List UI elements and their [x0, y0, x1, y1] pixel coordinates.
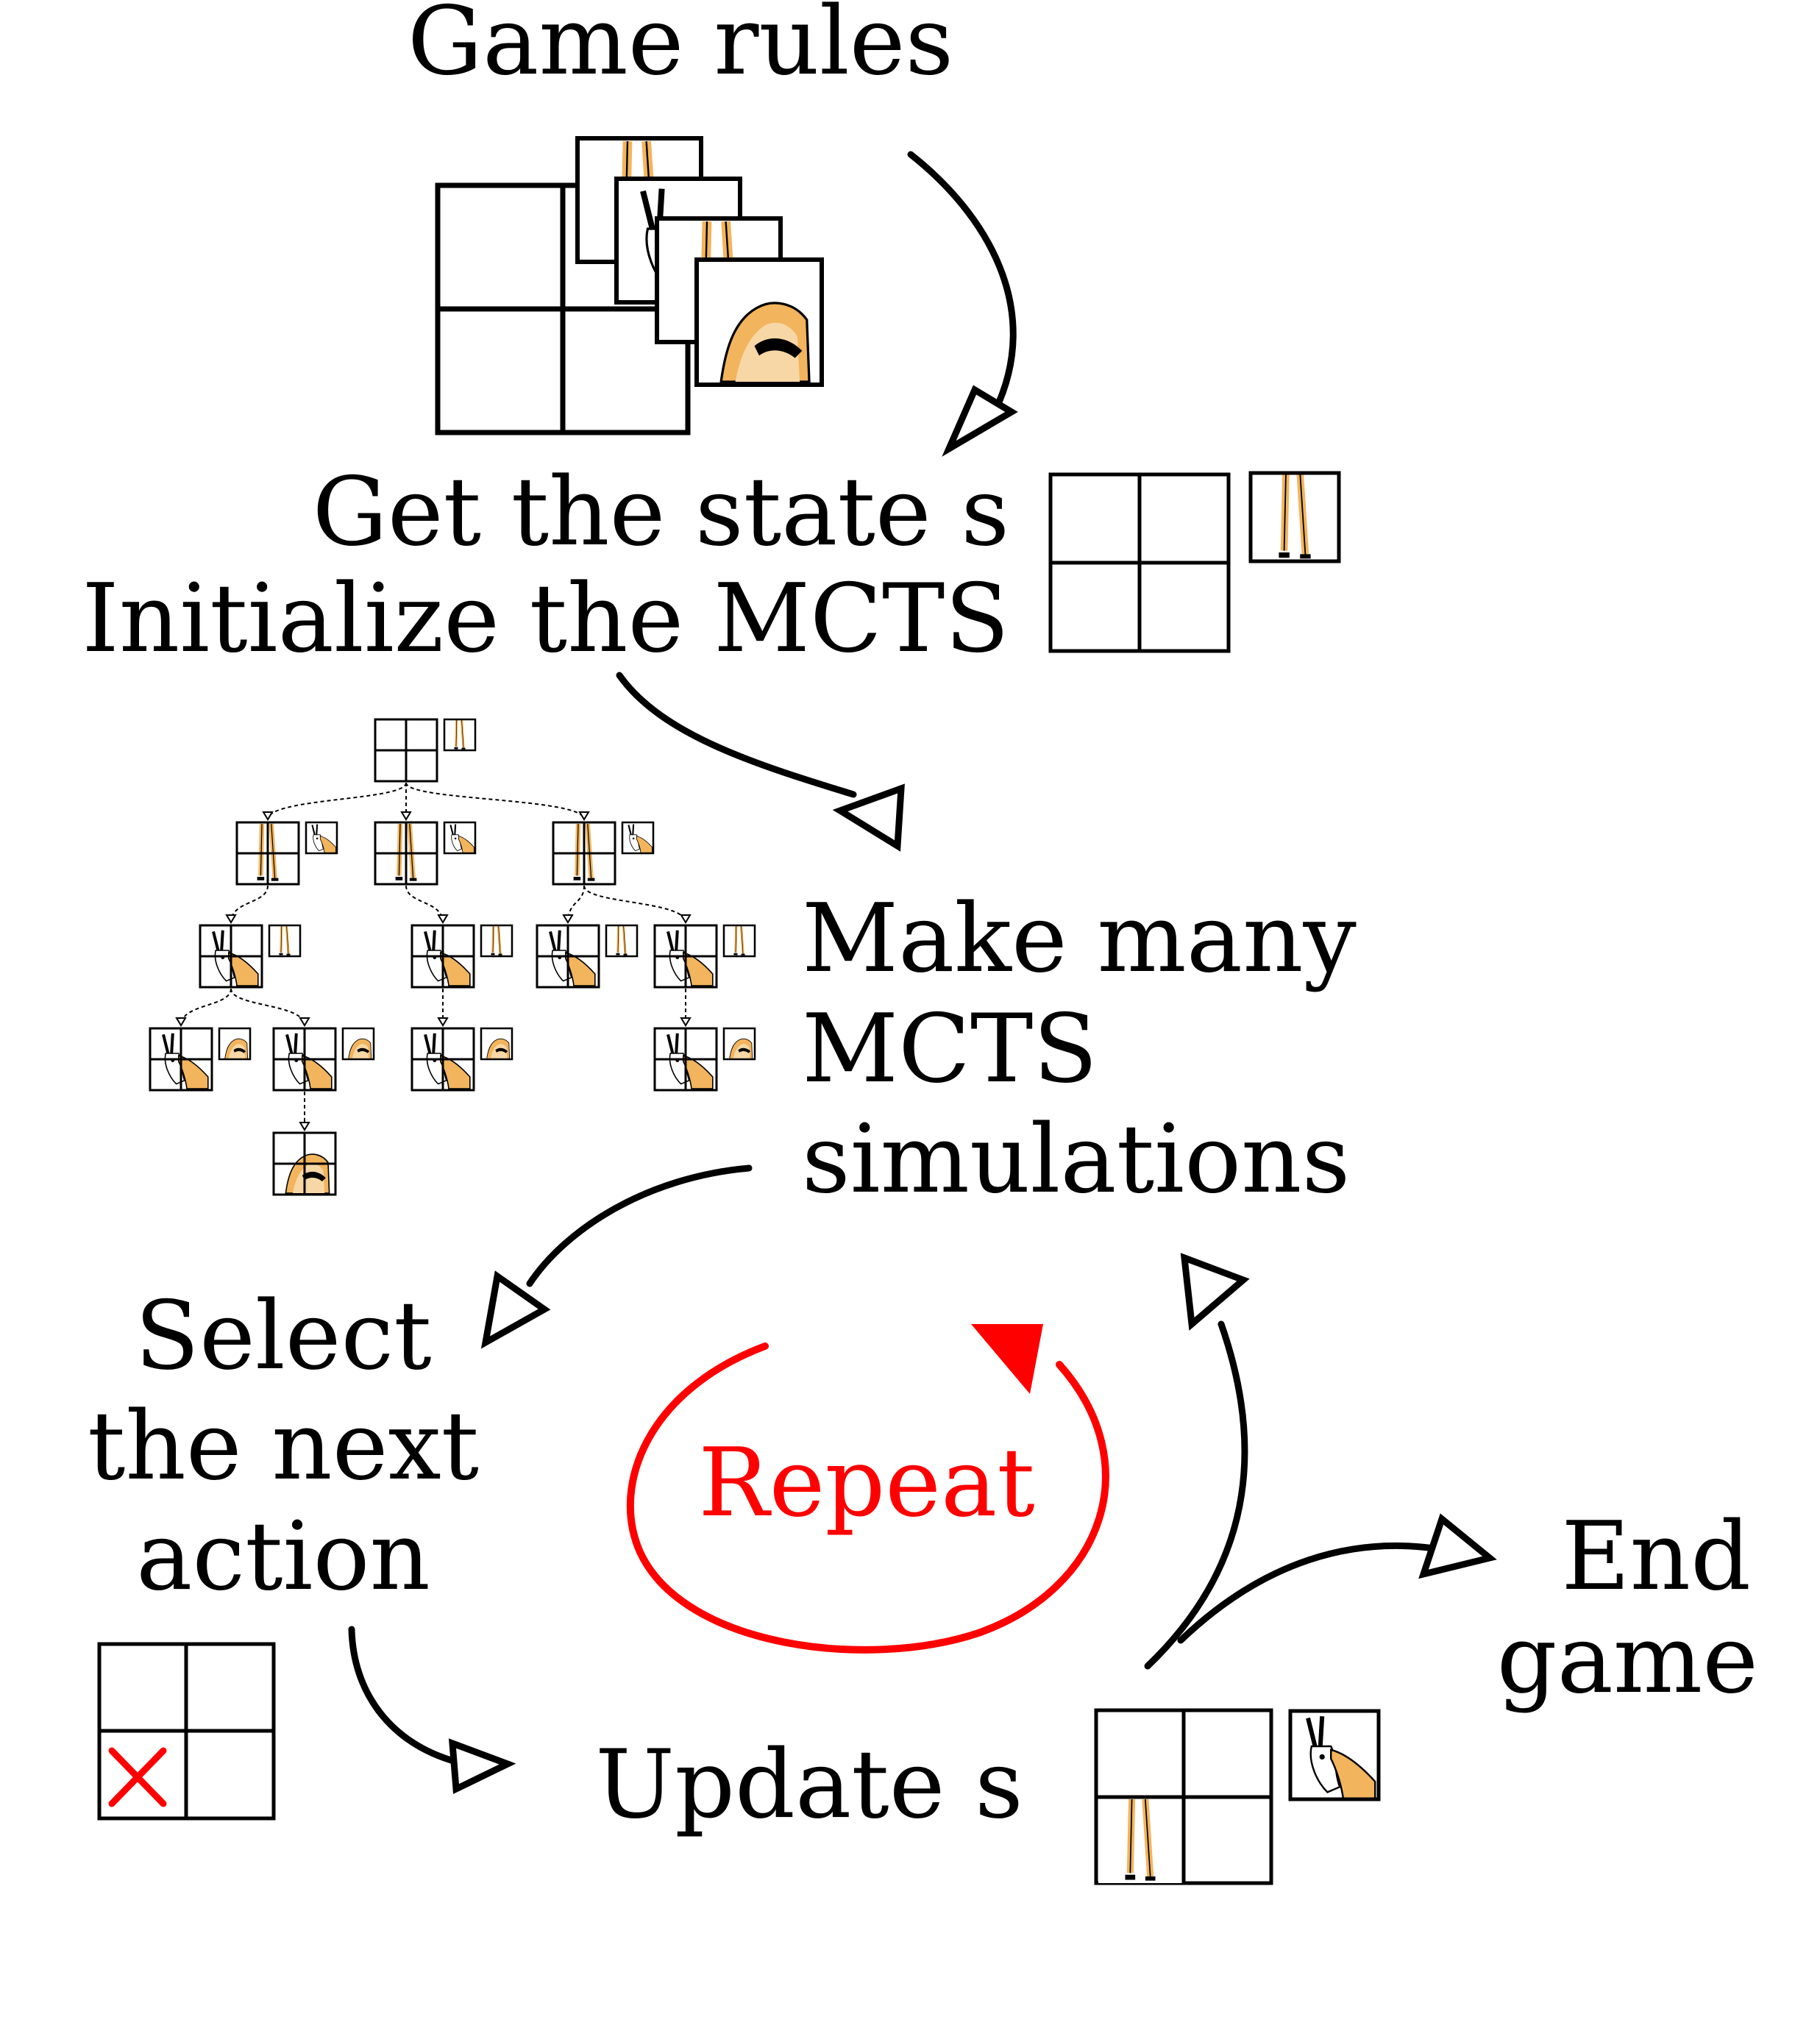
tree-edge-arrowhead — [175, 1017, 187, 1027]
tree-node — [653, 924, 756, 989]
tree-node — [410, 924, 513, 989]
label-game-rules: Game rules — [408, 0, 953, 96]
tree-edge-arrowhead — [400, 811, 412, 821]
tree-edge — [180, 988, 232, 1026]
tree-node — [536, 924, 639, 989]
tree-edge-arrowhead — [680, 914, 692, 924]
antelope-tile-icon — [605, 924, 639, 958]
label-simulations: simulations — [802, 1105, 1350, 1214]
antelope-tile-icon — [722, 924, 756, 958]
arrow-state-to-simulations — [616, 672, 905, 852]
tree-edge-arrowhead — [437, 1017, 449, 1027]
tree-edge — [230, 988, 305, 1026]
antelope-tile-icon — [443, 821, 477, 855]
arrow-rules-to-state — [907, 151, 1018, 457]
next-tile-preview — [1251, 473, 1339, 561]
selected-action-board — [97, 1642, 276, 1821]
tree-edge — [583, 885, 686, 923]
tree-node — [149, 1027, 252, 1092]
initial-state-board — [1048, 472, 1231, 653]
label-the-next: the next — [88, 1392, 479, 1501]
tree-node — [552, 821, 655, 886]
tree-edge — [405, 782, 585, 820]
tree-edge-arrowhead — [225, 914, 237, 924]
label-end: End — [1561, 1502, 1751, 1612]
antelope-tile-icon — [480, 1027, 513, 1061]
updated-next-tile-preview — [1290, 1711, 1379, 1799]
tree-edge-arrowhead — [578, 811, 590, 821]
tree-edge-arrowhead — [299, 1017, 310, 1027]
antelope-tile-icon — [305, 821, 338, 855]
tree-edge-arrowhead — [262, 811, 274, 821]
tree-node — [272, 1027, 375, 1092]
label-select: Select — [135, 1281, 431, 1391]
antelope-tile-icon — [268, 924, 302, 958]
tree-node — [199, 924, 302, 989]
game-rules-card-stack — [575, 136, 824, 387]
antelope-tile-icon — [480, 924, 513, 958]
tree-edge — [230, 885, 269, 923]
arrow-select-to-update — [348, 1626, 516, 1794]
antelope-tile-icon — [621, 821, 655, 855]
tree-edge-arrowhead — [437, 914, 449, 924]
label-mcts: MCTS — [802, 995, 1098, 1104]
tree-edge — [405, 885, 444, 923]
antelope-tile-icon — [694, 257, 824, 387]
label-game: game — [1497, 1605, 1758, 1715]
tree-edge-arrowhead — [299, 1122, 310, 1131]
antelope-tile-icon — [443, 718, 477, 752]
arrow-update-to-end-game — [1177, 1513, 1497, 1644]
label-repeat: Repeat — [698, 1429, 1035, 1538]
tree-node — [410, 1027, 513, 1092]
label-initialize-mcts: Initialize the MCTS — [82, 564, 1009, 674]
tree-node — [235, 821, 338, 886]
updated-state-board — [1094, 1708, 1273, 1883]
mcts-tree — [149, 718, 756, 1196]
tree-edge — [267, 782, 407, 820]
tree-edge-arrowhead — [680, 1017, 692, 1027]
tree-node — [374, 718, 477, 783]
arrow-simulations-to-select — [480, 1164, 753, 1349]
label-make-many: Make many — [802, 884, 1357, 994]
tree-node — [272, 1131, 337, 1196]
repeat-loop-arrow — [627, 1324, 1109, 1654]
antelope-tile-icon — [341, 1027, 375, 1061]
label-get-state: Get the state s — [313, 458, 1009, 567]
arrow-update-to-simulations — [1144, 1253, 1250, 1670]
label-action: action — [136, 1502, 430, 1612]
label-update-s: Update s — [595, 1730, 1023, 1840]
tree-node — [374, 821, 477, 886]
antelope-tile-icon — [218, 1027, 252, 1061]
tree-node — [653, 1027, 756, 1092]
red-cross-mark-icon — [108, 1747, 167, 1807]
antelope-tile-icon — [722, 1027, 756, 1061]
tree-edge-arrowhead — [562, 914, 574, 924]
